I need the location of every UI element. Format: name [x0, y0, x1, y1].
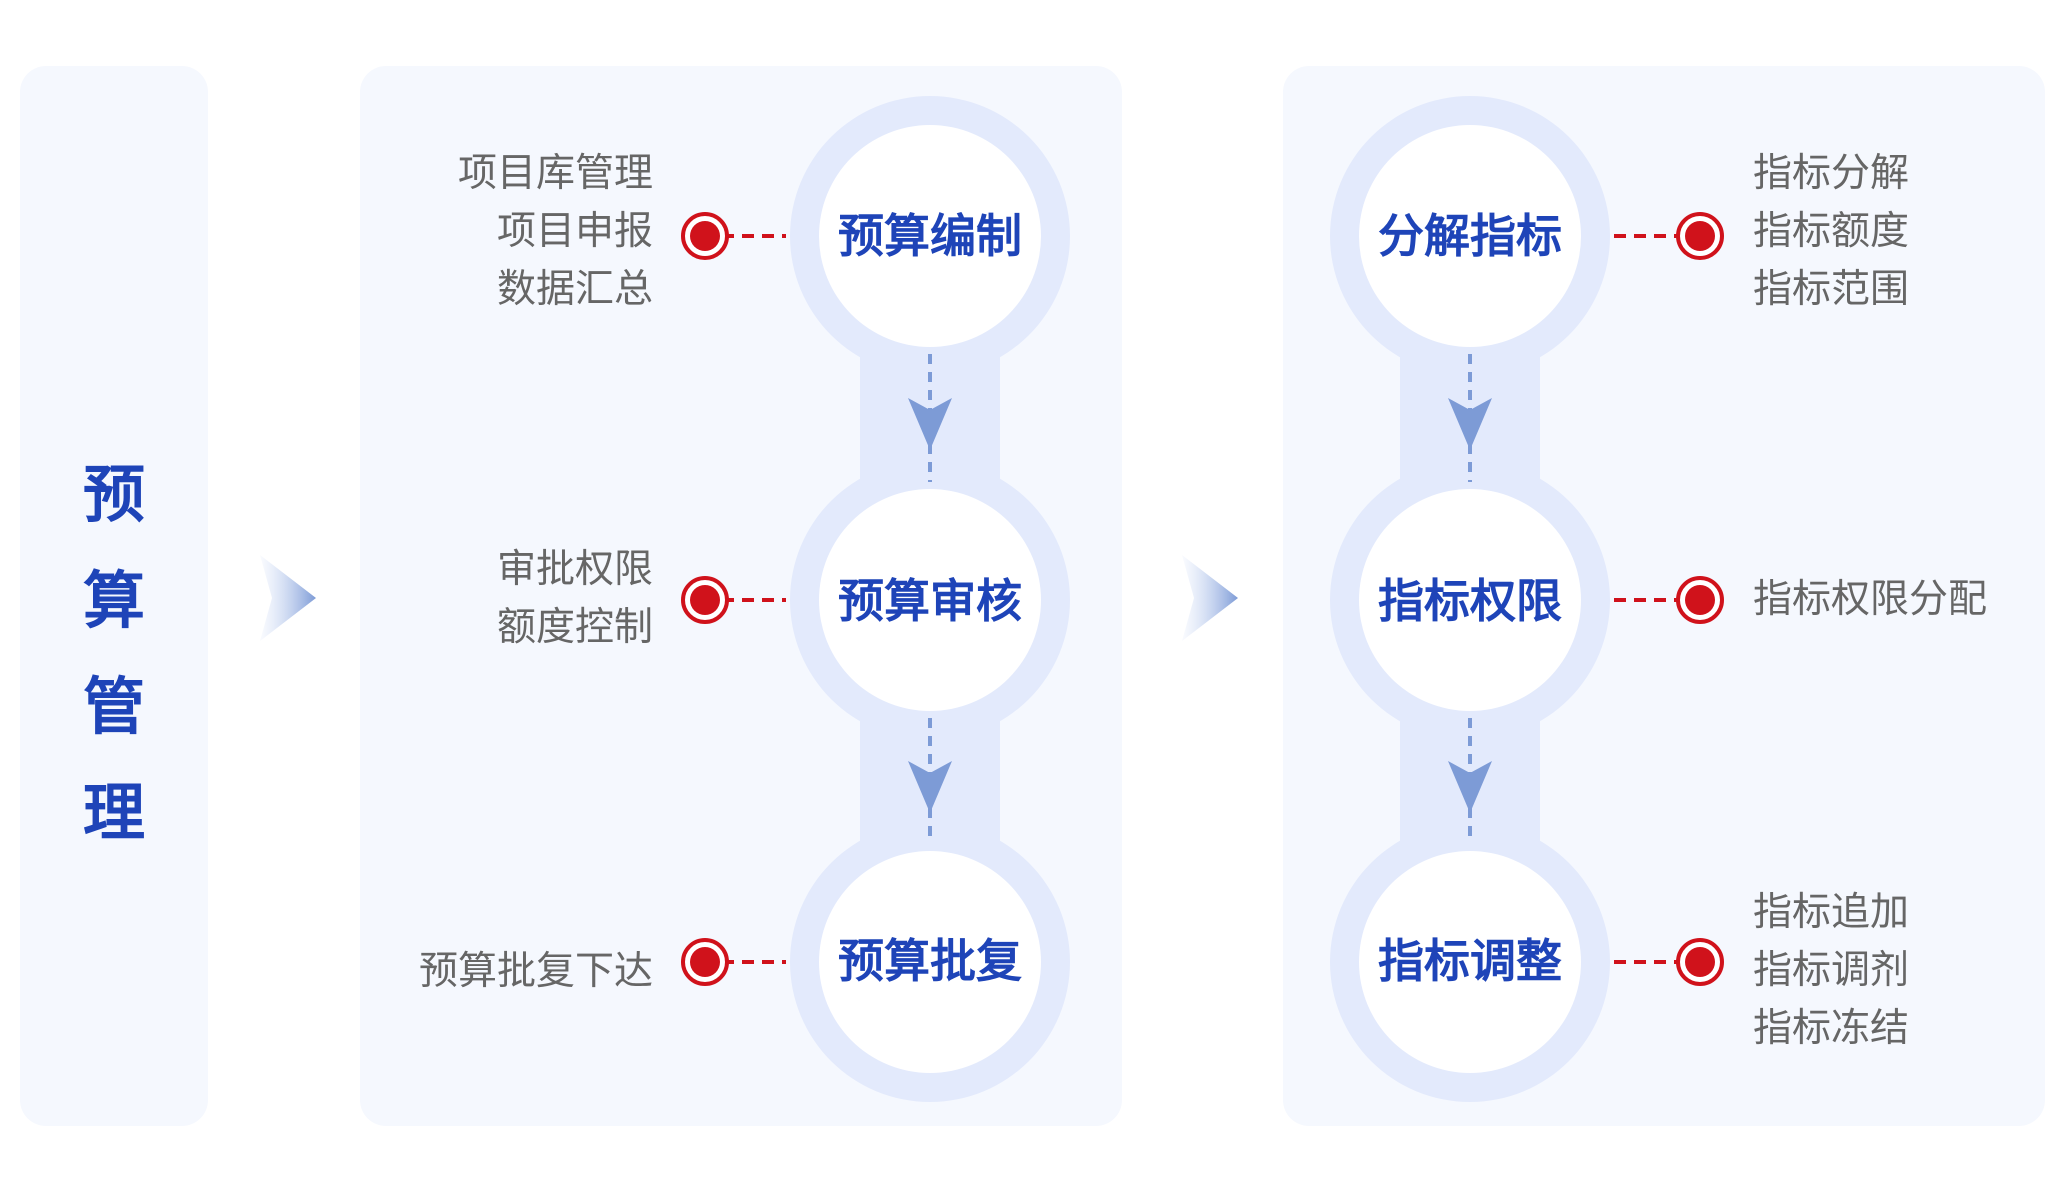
connector-dot-icon: [690, 947, 720, 977]
budget-prepare-items: 项目库管理 项目申报 数据汇总: [458, 145, 653, 319]
title-char: 算: [82, 564, 145, 637]
list-item: 数据汇总: [496, 267, 653, 312]
chevron-right-icon: [1182, 555, 1238, 641]
list-item: 审批权限: [496, 547, 653, 592]
step-circle: [1359, 851, 1581, 1073]
step-circle: [1359, 125, 1581, 347]
list-item: 额度控制: [496, 605, 653, 650]
connector-dot-icon: [1685, 221, 1715, 251]
indicator-split-items: 指标分解 指标额度 指标范围: [1753, 145, 1909, 319]
step-circle: [819, 125, 1041, 347]
list-item: 指标调剂: [1753, 948, 1910, 993]
connector-dot-icon: [690, 585, 720, 615]
list-item: 项目申报: [496, 209, 653, 254]
list-item: 预算批复下达: [418, 949, 653, 994]
title-char: 理: [82, 776, 145, 849]
step-label-indicator-adjust: 指标调整: [1378, 934, 1562, 988]
step-label-budget-prepare: 预算编制: [838, 209, 1022, 263]
step-label-budget-review: 预算审核: [838, 574, 1022, 628]
arrow-down-icon: [908, 398, 952, 450]
connector-dot-icon: [690, 221, 720, 251]
arrow-down-icon: [1448, 761, 1492, 813]
arrow-down-icon: [1448, 398, 1492, 450]
connector-dot-icon: [1685, 585, 1715, 615]
budget-approve-items: 预算批复下达: [419, 943, 653, 1001]
step-circle: [1359, 489, 1581, 711]
list-item: 指标冻结: [1753, 1006, 1910, 1051]
chevron-right-icon: [260, 555, 316, 641]
budget-review-items: 审批权限 额度控制: [497, 541, 653, 657]
step-label-budget-approve: 预算批复: [838, 934, 1022, 988]
indicator-permission-items: 指标权限分配: [1753, 571, 1987, 629]
list-item: 指标权限分配: [1753, 577, 1988, 622]
title-panel: 预 算 管 理: [20, 66, 208, 1126]
title-char: 管: [82, 670, 145, 743]
step-label-indicator-permission: 指标权限: [1378, 574, 1562, 628]
list-item: 指标分解: [1753, 151, 1910, 196]
list-item: 指标追加: [1753, 890, 1910, 935]
step-circle: [819, 851, 1041, 1073]
arrow-down-icon: [908, 761, 952, 813]
list-item: 项目库管理: [457, 151, 653, 196]
title-char: 预: [82, 458, 145, 531]
connector-dot-icon: [1685, 947, 1715, 977]
list-item: 指标额度: [1753, 209, 1910, 254]
step-circle: [819, 489, 1041, 711]
step-label-indicator-split: 分解指标: [1378, 209, 1562, 263]
list-item: 指标范围: [1753, 267, 1910, 312]
indicator-adjust-items: 指标追加 指标调剂 指标冻结: [1753, 884, 1909, 1058]
